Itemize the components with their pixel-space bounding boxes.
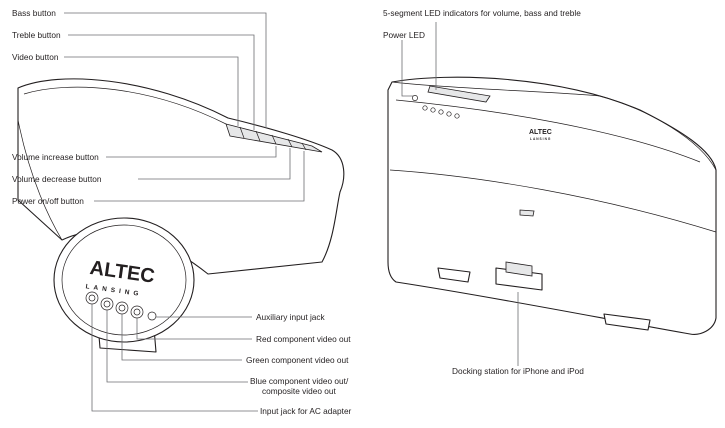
right-speaker-body	[387, 76, 717, 335]
power-button-label: Power on/off button	[12, 196, 84, 206]
blue-video-label-1: Blue component video out/	[250, 376, 349, 386]
right-speaker-illustration: ALTEC LANSING	[387, 76, 717, 335]
button-strip	[225, 123, 323, 153]
volume-increase-label: Volume increase button	[12, 152, 99, 162]
right-foot-left	[437, 267, 471, 283]
led-indicators-label: 5-segment LED indicators for volume, bas…	[383, 8, 581, 18]
led-bar	[427, 85, 491, 103]
back-panel	[53, 217, 195, 343]
power-led	[412, 95, 418, 101]
front-tab	[519, 209, 535, 217]
power-led-label: Power LED	[383, 30, 425, 40]
bass-button-label: Bass button	[12, 8, 56, 18]
volume-decrease-label: Volume decrease button	[12, 174, 102, 184]
green-video-label: Green component video out	[246, 355, 349, 365]
button-dividers	[239, 126, 307, 151]
ac-jack-label: Input jack for AC adapter	[260, 406, 352, 416]
docking-station-label: Docking station for iPhone and iPod	[452, 366, 584, 376]
treble-button-label: Treble button	[12, 30, 61, 40]
video-button-label: Video button	[12, 52, 59, 62]
red-video-label: Red component video out	[256, 334, 351, 344]
led-indicators	[422, 105, 460, 119]
left-speaker-illustration: ALTEC LANSING	[17, 78, 345, 353]
left-leader-lines	[64, 12, 305, 412]
front-seam	[389, 169, 717, 233]
right-foot-right	[603, 313, 651, 331]
right-logo-sub: LANSING	[530, 137, 551, 141]
aux-input-label: Auxiliary input jack	[256, 312, 326, 322]
blue-video-label-2: composite video out	[262, 386, 336, 396]
right-logo-brand: ALTEC	[529, 129, 552, 136]
aux-jack	[147, 311, 157, 321]
jack-row	[85, 291, 157, 321]
right-leader-lines	[401, 22, 519, 366]
